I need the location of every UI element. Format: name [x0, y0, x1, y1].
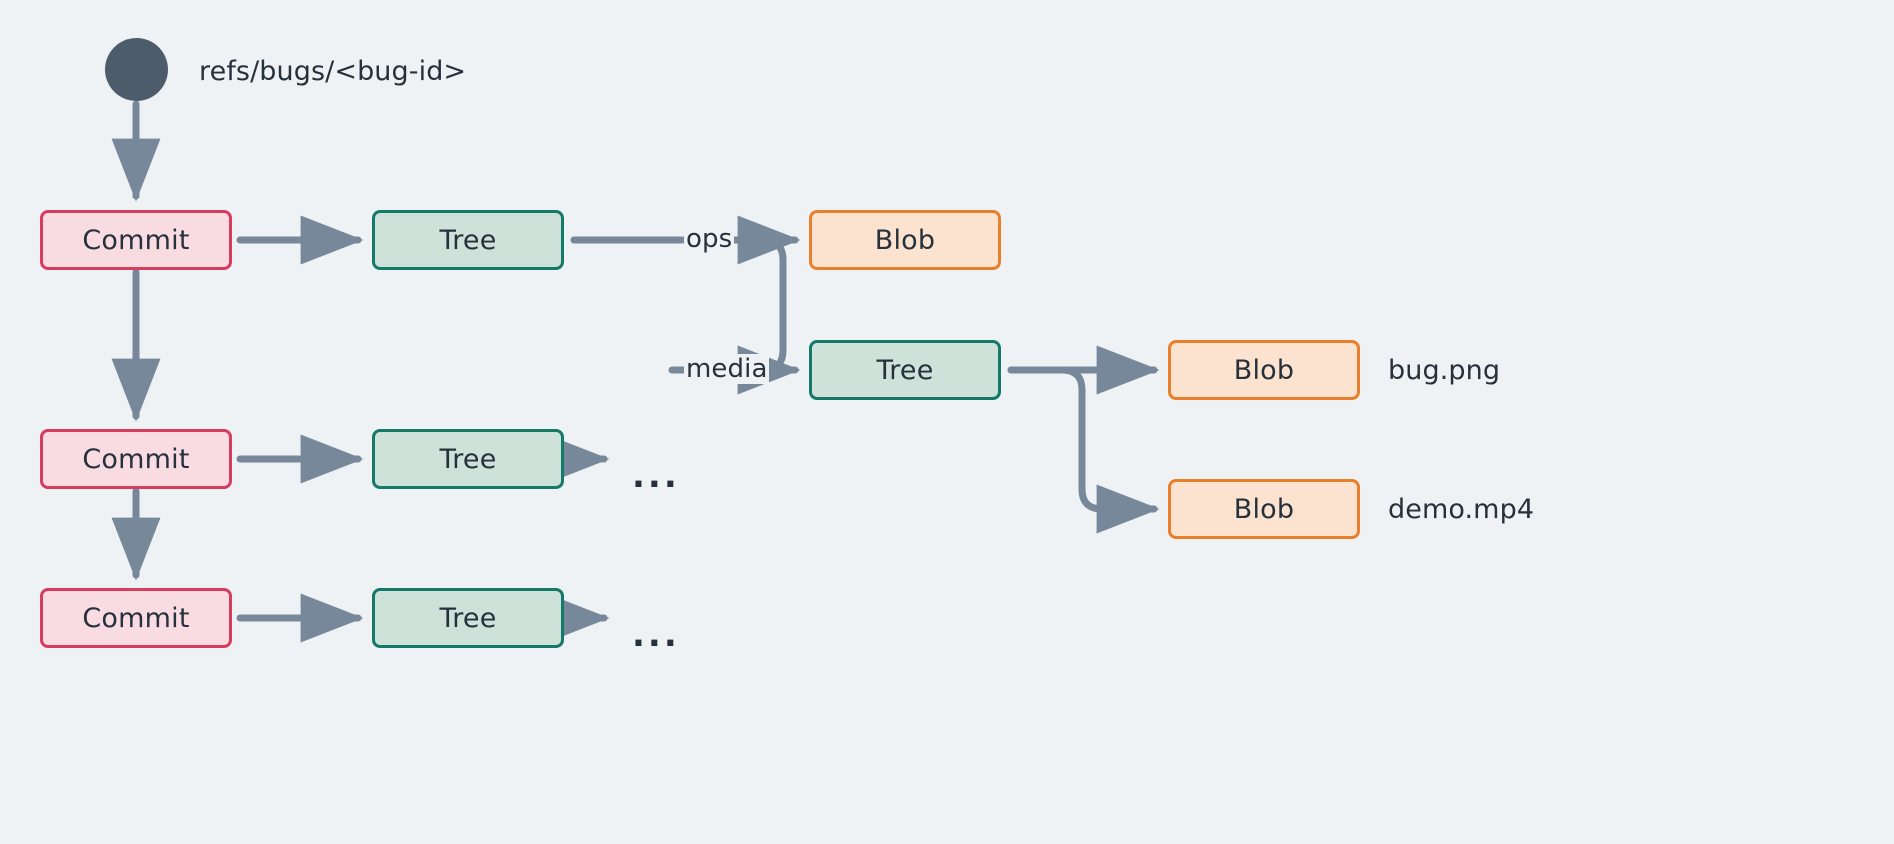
node-blob-ops[interactable]: Blob: [809, 210, 1001, 270]
node-label: Blob: [1233, 493, 1295, 525]
node-tree-media[interactable]: Tree: [809, 340, 1001, 400]
node-tree-2[interactable]: Tree: [372, 429, 564, 489]
edge-label-ops: ops: [684, 224, 735, 254]
node-commit-3[interactable]: Commit: [40, 588, 232, 648]
node-label: Commit: [82, 602, 190, 634]
ellipsis-tree-2: ...: [632, 456, 680, 496]
node-label: Blob: [874, 224, 936, 256]
ref-dot[interactable]: [105, 38, 168, 101]
node-label: Tree: [439, 224, 497, 256]
ellipsis-tree-3: ...: [632, 615, 680, 655]
node-blob-demomp4[interactable]: Blob: [1168, 479, 1360, 539]
ref-label: refs/bugs/<bug-id>: [199, 56, 467, 87]
edge-treemed-to-blobmp4: [1007, 366, 1160, 534]
file-label-bug-png: bug.png: [1388, 355, 1501, 386]
node-label: Tree: [439, 602, 497, 634]
node-commit-2[interactable]: Commit: [40, 429, 232, 489]
node-blob-bugpng[interactable]: Blob: [1168, 340, 1360, 400]
node-label: Commit: [82, 443, 190, 475]
node-tree-3[interactable]: Tree: [372, 588, 564, 648]
node-label: Blob: [1233, 354, 1295, 386]
file-label-demo-mp4: demo.mp4: [1388, 494, 1535, 525]
edge-label-media: media: [684, 354, 770, 384]
node-tree-1[interactable]: Tree: [372, 210, 564, 270]
node-label: Tree: [439, 443, 497, 475]
node-label: Commit: [82, 224, 190, 256]
edge-tree1-branch-to-media: [633, 236, 787, 374]
node-commit-1[interactable]: Commit: [40, 210, 232, 270]
node-label: Tree: [876, 354, 934, 386]
